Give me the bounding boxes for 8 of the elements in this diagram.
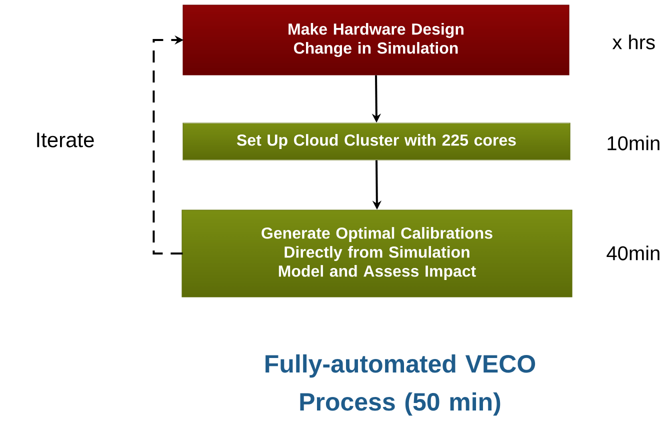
process-box: Make Hardware Design Change in Simulation xyxy=(182,4,570,76)
duration-label: 10min xyxy=(608,136,660,150)
duration-label: 40min xyxy=(606,246,660,260)
edge-label: Iterate xyxy=(34,132,96,148)
process-box: Set Up Cloud Cluster with 225 cores xyxy=(182,122,570,160)
process-box: Generate Optimal Calibrations Directly from Simulation Model and Assess Impact xyxy=(182,210,572,298)
caption: Fully-automated VECO Process (50 min) xyxy=(266,354,536,416)
duration-label: x hrs xyxy=(612,34,655,50)
